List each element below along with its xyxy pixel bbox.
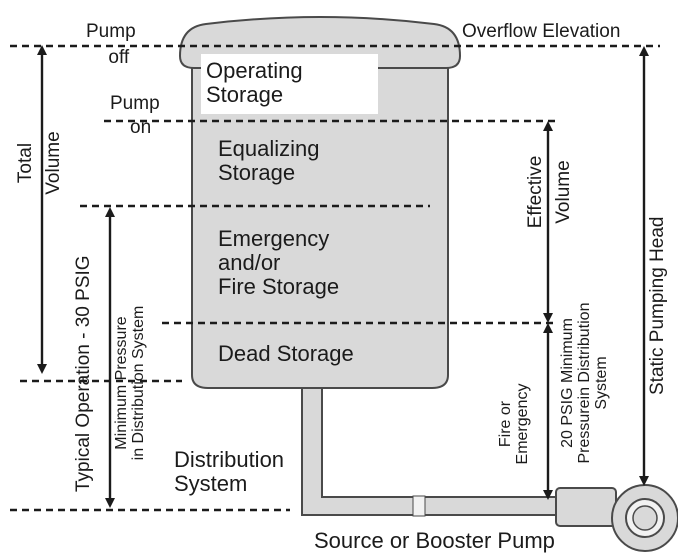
booster-pump	[555, 484, 678, 552]
tank-body	[191, 57, 449, 389]
pump-off-label: Pump off	[86, 21, 136, 68]
distribution-system-label: Distribution System	[174, 447, 285, 497]
pipe-coupling	[412, 495, 426, 517]
dimension-arrows	[37, 45, 649, 508]
level-lines	[10, 44, 660, 512]
static-pumping-head-label: Static Pumping Head	[647, 213, 668, 398]
minimum-pressure-label: Minimum Pressure in Distribution System	[113, 305, 147, 461]
fire-or-emergency-label: Fire or Emergency	[497, 383, 531, 465]
operating-storage-label: Operating Storage	[206, 58, 303, 108]
typical-operation-label: Typical Operation - 30 PSIG	[73, 255, 94, 492]
operating-storage-box	[201, 54, 378, 114]
emergency-fire-storage-label: Emergency and/or Fire Storage	[218, 226, 340, 300]
source-booster-pump-label: Source or Booster Pump	[314, 528, 555, 553]
total-volume-label: Total Volume	[15, 131, 64, 195]
equalizing-storage-label: Equalizing Storage	[218, 136, 320, 186]
dead-storage-label: Dead Storage	[218, 341, 354, 366]
psig-20-minimum-label: 20 PSIG Minimum Pressurein Distribution …	[559, 302, 610, 464]
pump-on-label: Pump on	[110, 93, 160, 138]
overflow-elevation-label: Overflow Elevation	[462, 21, 621, 42]
effective-volume-label: Effective Volume	[525, 155, 574, 229]
